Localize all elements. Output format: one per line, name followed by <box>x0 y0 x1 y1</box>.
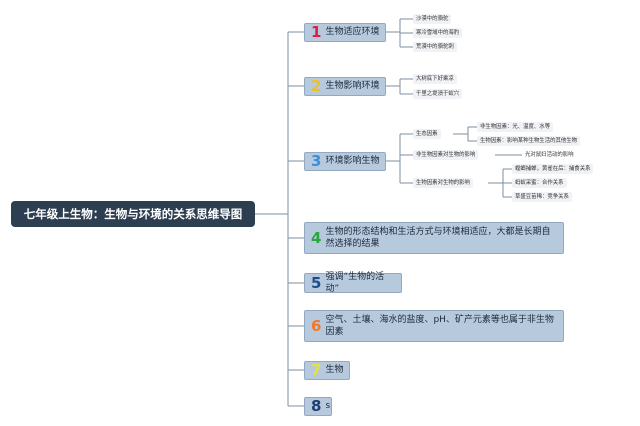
branch-3-label: 环境影响生物 <box>325 156 380 167</box>
leaf-camelthorn[interactable]: 荒漠中的骆驼刺 <box>413 42 457 52</box>
leaf-biotic-factors[interactable]: 生物因素：影响某种生物生活的其他生物 <box>477 136 581 146</box>
branch-1-adapt-environment[interactable]: 1 生物适应环境 <box>304 23 386 42</box>
leaf-predation[interactable]: 螳螂捕蝉，黄雀在后：捕食关系 <box>512 164 594 174</box>
branch-2-number: 2 <box>311 77 322 95</box>
branch-3-environment-affects-organisms[interactable]: 3 环境影响生物 <box>304 152 386 171</box>
leaf-big-tree-shade[interactable]: 大树底下好乘凉 <box>413 74 457 84</box>
leaf-light-woodlouse[interactable]: 光对鼠妇活动的影响 <box>522 150 577 160</box>
branch-5-number: 5 <box>311 273 322 292</box>
branch-7-label: 生物 <box>325 365 344 376</box>
branch-6-abiotic-examples[interactable]: 6 空气、土壤、海水的盐度、pH、矿产元素等也属于非生物因素 <box>304 310 564 342</box>
branch-2-label: 生物影响环境 <box>325 81 380 92</box>
branch-1-number: 1 <box>311 23 322 41</box>
leaf-ant-dike[interactable]: 千里之堤溃于蚁穴 <box>413 89 463 99</box>
root-topic[interactable]: 七年级上生物：生物与环境的关系思维导图 <box>11 201 255 227</box>
branch-2-affect-environment[interactable]: 2 生物影响环境 <box>304 77 386 96</box>
branch-5-emphasize-activity[interactable]: 5 强调“生物的活动” <box>304 271 402 294</box>
branch-1-label: 生物适应环境 <box>325 27 380 38</box>
leaf-competition[interactable]: 草盛豆苗稀：竞争关系 <box>512 192 572 202</box>
leaf-biotic-effect[interactable]: 生物因素对生物的影响 <box>413 178 473 188</box>
branch-7-organism[interactable]: 7 生物 <box>304 361 350 380</box>
leaf-abiotic-factors[interactable]: 非生物因素：光、温度、水等 <box>477 122 554 132</box>
leaf-seal[interactable]: 寒冷雪域中的海豹 <box>413 28 463 38</box>
branch-8-s[interactable]: 8 s <box>304 397 332 416</box>
branch-8-label: s <box>325 401 331 412</box>
branch-4-label: 生物的形态结构和生活方式与环境相适应，大都是长期自然选择的结果 <box>325 226 551 249</box>
leaf-camel[interactable]: 沙漠中的骆驼 <box>413 14 452 24</box>
branch-7-number: 7 <box>311 361 322 379</box>
leaf-ecological-factors[interactable]: 生态因素 <box>413 129 441 139</box>
leaf-cooperation[interactable]: 蚂蚁采蜜：合作关系 <box>512 178 567 188</box>
branch-4-number: 4 <box>311 228 322 247</box>
branch-4-natural-selection[interactable]: 4 生物的形态结构和生活方式与环境相适应，大都是长期自然选择的结果 <box>304 222 564 254</box>
branch-6-label: 空气、土壤、海水的盐度、pH、矿产元素等也属于非生物因素 <box>325 314 554 337</box>
branch-5-label: 强调“生物的活动” <box>325 271 385 294</box>
branch-6-number: 6 <box>311 316 322 335</box>
leaf-abiotic-effect[interactable]: 非生物因素对生物的影响 <box>413 150 479 160</box>
branch-3-number: 3 <box>311 152 322 170</box>
branch-8-number: 8 <box>311 397 322 415</box>
